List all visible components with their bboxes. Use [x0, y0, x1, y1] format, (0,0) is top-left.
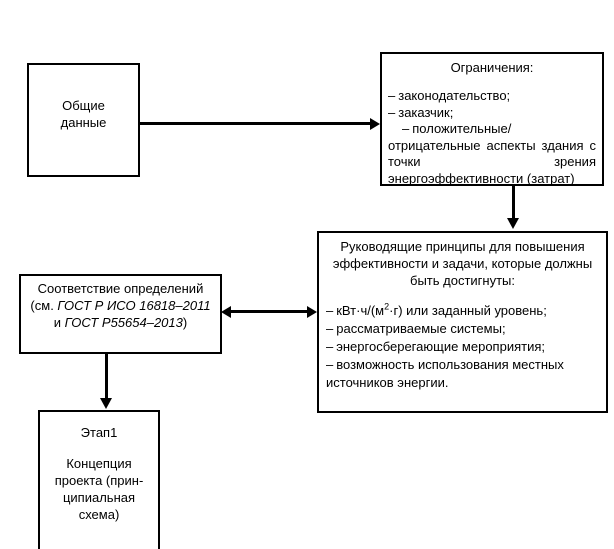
list-item-text: заказчик;: [398, 104, 454, 120]
node-stage1-body-line3: ципиальная: [62, 490, 136, 505]
list-item: –рассматриваемые системы;: [326, 320, 599, 338]
standard-reference: ГОСТ Р55654–2013: [64, 315, 183, 330]
ref-prefix: (см.: [30, 298, 58, 313]
arrow-head-right-icon: [307, 306, 317, 318]
node-constraints-list: –законодательство; –заказчик; –положител…: [386, 88, 598, 187]
node-compliance-content: Соответствие определений (см. ГОСТ Р ИСО…: [21, 276, 220, 331]
node-general-data[interactable]: Общие данные: [27, 63, 140, 177]
node-principles-title-line1: Руководящие принципы для повышения: [340, 239, 585, 254]
node-principles[interactable]: Руководящие принципы для повышения эффек…: [317, 231, 608, 413]
node-compliance[interactable]: Соответствие определений (см. ГОСТ Р ИСО…: [19, 274, 222, 354]
list-item: –положительные/отрицательные аспекты зда…: [388, 121, 596, 187]
list-item: –кВт·ч/(м2·г) или заданный уровень;: [326, 302, 599, 320]
node-stage1[interactable]: Этап1 Концепция проекта (прин- ципиальна…: [38, 410, 160, 549]
list-item: –законодательство;: [388, 88, 596, 105]
list-item-text: возможность использования местных источн…: [326, 357, 564, 390]
node-principles-title-line3: быть достигнуты:: [410, 273, 515, 288]
arrow-head-right-icon: [370, 118, 380, 130]
dash-bullet: –: [402, 121, 410, 136]
list-item-text: энергосберегающие мероприятия;: [336, 339, 545, 354]
node-stage1-content: Этап1 Концепция проекта (прин- ципиальна…: [40, 412, 158, 523]
list-item-text-suffix: ·г) или заданный уровень;: [389, 303, 547, 318]
list-item-text: положительные/отрицательные аспекты здан…: [388, 121, 596, 186]
node-constraints-title: Ограничения:: [450, 60, 534, 75]
node-principles-content: Руководящие принципы для повышения эффек…: [319, 233, 606, 392]
node-stage1-body-line1: Концепция: [66, 456, 132, 471]
list-item: –заказчик;: [388, 105, 596, 122]
dash-bullet: –: [388, 104, 396, 120]
list-item: –энергосберегающие мероприятия;: [326, 338, 599, 356]
connector-line: [140, 122, 372, 125]
arrow-head-down-icon: [507, 218, 519, 229]
node-principles-title-line2: эффективности и задачи, которые должны: [332, 256, 593, 271]
dash-bullet: –: [388, 88, 396, 103]
list-item-text: рассматриваемые системы;: [336, 321, 506, 336]
dash-bullet: –: [326, 321, 334, 336]
node-constraints-content: Ограничения: –законодательство; –заказчи…: [382, 54, 602, 187]
arrow-head-left-icon: [221, 306, 231, 318]
node-principles-title: Руководящие принципы для повышения эффек…: [323, 238, 602, 289]
arrow-head-down-icon: [100, 398, 112, 409]
ref-prefix: и: [53, 315, 65, 330]
node-compliance-title: Соответствие определений: [37, 281, 204, 296]
node-general-data-line2: данные: [60, 115, 107, 130]
node-compliance-ref-line1: (см. ГОСТ Р ИСО 16818–2011: [25, 297, 216, 314]
dash-bullet: –: [326, 357, 334, 372]
node-general-data-label: Общие данные: [29, 97, 138, 131]
connector-line: [105, 354, 108, 399]
node-compliance-ref-line2: и ГОСТ Р55654–2013): [25, 314, 216, 331]
standard-reference: ГОСТ Р ИСО 16818–2011: [57, 298, 211, 313]
connector-line: [228, 310, 310, 313]
dash-bullet: –: [326, 339, 334, 354]
connector-line: [512, 186, 515, 219]
ref-suffix: ): [182, 315, 188, 330]
node-stage1-body-line2: проекта (прин-: [54, 473, 144, 488]
list-item: –возможность использования местных источ…: [326, 356, 599, 392]
node-stage1-label: Этап1: [80, 425, 118, 440]
node-constraints[interactable]: Ограничения: –законодательство; –заказчи…: [380, 52, 604, 186]
node-principles-list: –кВт·ч/(м2·г) или заданный уровень; –рас…: [323, 302, 602, 392]
node-stage1-body: Концепция проекта (прин- ципиальная схем…: [44, 455, 154, 523]
dash-bullet: –: [326, 303, 334, 318]
superscript-two: 2: [384, 301, 390, 312]
list-item-text-prefix: кВт·ч/(м: [336, 303, 385, 318]
node-stage1-body-line4: схема): [78, 507, 120, 522]
list-item-text: законодательство;: [398, 88, 511, 103]
node-general-data-line1: Общие: [62, 98, 105, 113]
